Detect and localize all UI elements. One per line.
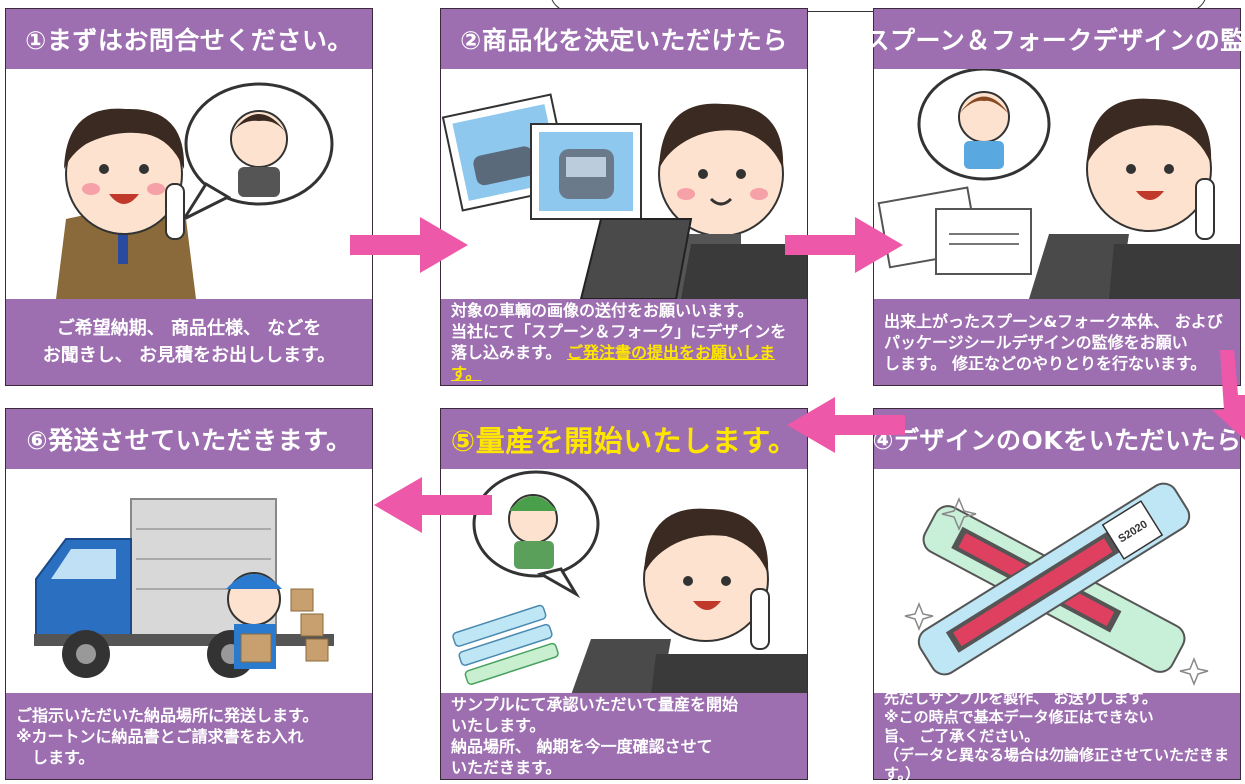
step-6-line-3: します。	[16, 747, 95, 767]
step-2-description: 対象の車輌の画像の送付をお願いいます。 当社にて「スプーン＆フォーク」にデザイン…	[441, 299, 807, 385]
delivery-truck-illustration	[34, 498, 334, 678]
mass-production-illustration	[452, 470, 807, 695]
arrow-right-1-to-2	[350, 217, 468, 273]
step-2-line-1: 対象の車輌の画像の送付をお願いいます。	[451, 301, 754, 320]
step-6-line-1: ご指示いただいた納品場所に発送します。	[16, 705, 319, 725]
step-6-title: ⑥発送させていただきます。	[6, 409, 372, 469]
step-1-line-2: お聞きし、 お見積をお出しします。	[42, 345, 336, 366]
step-5-description: サンプルにて承認いただいて量産を開始 いたします。 納品場所、 納期を今一度確認…	[441, 693, 807, 779]
step-6-description: ご指示いただいた納品場所に発送します。 ※カートンに納品書とご請求書をお入れ し…	[6, 693, 372, 779]
step-4-line-2: ※この時点で基本データ修正はできない	[884, 707, 1154, 726]
arrow-down-3-to-4	[1212, 350, 1245, 440]
step-4-line-3: 旨、 ご了承ください。	[884, 726, 1040, 745]
step-5-line-2: いたします。	[451, 716, 546, 735]
sample-cutlery-illustration: S2020	[904, 482, 1209, 687]
step-5-line-4: いただきます。	[451, 758, 562, 777]
step-4-description: 先だしサンプルを製作、 お送りします。 ※この時点で基本データ修正はできない 旨…	[874, 689, 1240, 783]
step-3-line-2: パッケージシールデザインの監修をお願い	[884, 332, 1188, 352]
step-2-highlight: ご発注書の提出をお願いします。	[451, 343, 775, 383]
phone-call-illustration	[56, 82, 334, 299]
step-5-line-3: 納品場所、 納期を今一度確認させて	[451, 737, 713, 756]
arrow-left-4-to-5	[787, 397, 905, 453]
step-1-line-1: ご希望納期、 商品仕様、 などを	[56, 318, 322, 339]
step-2-title: ②商品化を決定いただけたら	[441, 9, 807, 69]
step-3-description: 出来上がったスプーン&フォーク本体、 および パッケージシールデザインの監修をお…	[874, 299, 1240, 385]
step-4-line-1: 先だしサンプルを製作、 お送りします。	[884, 688, 1157, 707]
step-3-title: ③スプーン＆フォークデザインの監修	[843, 9, 1245, 69]
step-1-panel: ①まずはお問合せください。 ご希望納期、 商品仕様、 などを お聞きし、 お見積…	[5, 8, 373, 386]
step-3-line-3: します。 修正などのやりとりを行ないます。	[884, 353, 1207, 373]
arrow-right-2-to-3	[785, 217, 903, 273]
step-2-line-2: 当社にて「スプーン＆フォーク」にデザインを	[451, 322, 787, 341]
design-review-illustration	[877, 69, 1240, 299]
step-5-title: ⑤量産を開始いたします。	[441, 409, 807, 469]
step-5-panel: ⑤量産を開始いたします。 サンプルにて承認いただいて量産を開始 いたします。 納…	[440, 408, 808, 780]
step-5-line-1: サンプルにて承認いただいて量産を開始	[451, 695, 739, 714]
step-6-panel: ⑥発送させていただきます。 ご指示いただいた納品場所に発送します。 ※カートンに…	[5, 408, 373, 780]
step-1-title: ①まずはお問合せください。	[6, 9, 372, 69]
step-4-panel: ④デザインのOKをいただいたら S2020 先だしサンプルを製作、 お送りします…	[872, 408, 1241, 783]
step-2-line-3: 落し込みます。 ご発注書の提出をお願いします。	[451, 342, 797, 384]
step-2-line-3-text: 落し込みます。	[451, 343, 562, 362]
step-3-line-1: 出来上がったスプーン&フォーク本体、 および	[884, 311, 1223, 331]
step-4-line-4: （データと異なる場合は勿論修正させていただきます。）	[884, 745, 1230, 783]
step-3-panel: ③スプーン＆フォークデザインの監修 出来上がったスプーン&フォーク本体、 および…	[843, 8, 1245, 386]
step-4-title: ④デザインのOKをいただいたら	[872, 409, 1241, 469]
arrow-left-5-to-6	[374, 477, 492, 533]
step-2-panel: ②商品化を決定いただけたら 対象の車輌の画像の送付をお願いいます。 当社にて「ス…	[440, 8, 808, 386]
step-1-description: ご希望納期、 商品仕様、 などを お聞きし、 お見積をお出しします。	[6, 299, 372, 385]
step-6-line-2: ※カートンに納品書とご請求書をお入れ	[16, 726, 304, 746]
laptop-photos-illustration	[441, 93, 807, 299]
